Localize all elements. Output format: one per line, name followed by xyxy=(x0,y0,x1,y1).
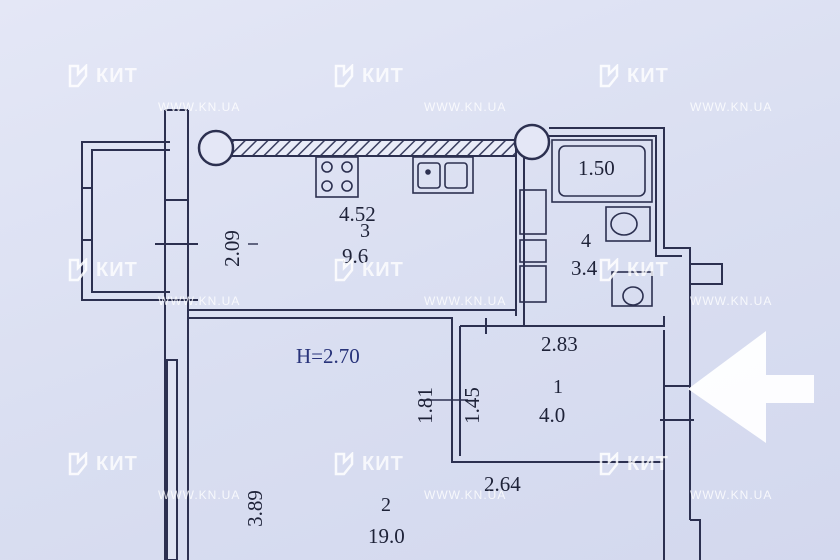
watermark-logo: КИТ xyxy=(597,258,669,282)
ceiling-height-label: H=2.70 xyxy=(296,344,360,368)
balcony xyxy=(81,141,170,301)
watermark-brand: КИТ xyxy=(362,452,404,475)
kitchen-width-label: 4.52 xyxy=(339,202,376,226)
watermark-brand: КИТ xyxy=(627,452,669,475)
brand-logo-icon xyxy=(334,258,354,282)
kitchen-cabinets xyxy=(519,189,547,303)
brand-logo-icon xyxy=(334,64,354,88)
top-hatched-wall xyxy=(197,123,551,167)
watermark-url: WWW.KN.UA xyxy=(424,488,507,502)
watermark-url: WWW.KN.UA xyxy=(690,488,773,502)
brand-logo-icon xyxy=(599,452,619,476)
watermark-brand: КИТ xyxy=(627,258,669,281)
watermark-logo: КИТ xyxy=(66,258,138,282)
watermark-logo: КИТ xyxy=(66,64,138,88)
room-4-area: 3.4 xyxy=(571,256,598,280)
dimension-ticks xyxy=(248,243,468,401)
bathtub xyxy=(551,139,653,203)
brand-logo-icon xyxy=(68,64,88,88)
brand-logo-icon xyxy=(68,258,88,282)
room-width-label: 2.64 xyxy=(484,472,521,496)
bathtub-size-label: 1.50 xyxy=(578,156,615,180)
left-exterior-wall xyxy=(155,109,198,560)
watermark-url: WWW.KN.UA xyxy=(158,100,241,114)
watermark-url: WWW.KN.UA xyxy=(158,488,241,502)
watermark-logo: КИТ xyxy=(597,64,669,88)
watermark-url: WWW.KN.UA xyxy=(424,100,507,114)
brand-logo-icon xyxy=(334,452,354,476)
watermark-brand: КИТ xyxy=(627,64,669,87)
watermark-brand: КИТ xyxy=(96,64,138,87)
watermark-url: WWW.KN.UA xyxy=(424,294,507,308)
toilet xyxy=(611,271,653,307)
hall-depth-outer-label: 1.81 xyxy=(412,387,437,424)
bathroom-walls xyxy=(515,127,723,330)
watermark-logo: КИТ xyxy=(332,452,404,476)
room-depth-label: 3.89 xyxy=(242,490,267,527)
room-2-area: 19.0 xyxy=(368,524,405,548)
room-1-number: 1 xyxy=(553,376,563,398)
kitchen-partition xyxy=(188,309,664,463)
room-2-number: 2 xyxy=(381,494,391,516)
room-4-number: 4 xyxy=(581,230,591,252)
watermark-url: WWW.KN.UA xyxy=(158,294,241,308)
stove xyxy=(315,156,359,198)
watermark-brand: КИТ xyxy=(362,258,404,281)
watermark-url: WWW.KN.UA xyxy=(690,100,773,114)
watermark-brand: КИТ xyxy=(96,258,138,281)
brand-logo-icon xyxy=(599,258,619,282)
entrance-arrow-icon xyxy=(688,331,814,443)
watermark-url: WWW.KN.UA xyxy=(690,294,773,308)
room-3-number: 3 xyxy=(360,220,370,242)
kitchen-depth-label: 2.09 xyxy=(219,230,244,267)
hall-width-label: 2.83 xyxy=(541,332,578,356)
watermark-brand: КИТ xyxy=(96,452,138,475)
kitchen-sink xyxy=(412,156,474,194)
room-1-area: 4.0 xyxy=(539,403,566,427)
watermark-logo: КИТ xyxy=(66,452,138,476)
hall-right-wall xyxy=(660,330,701,560)
washbasin-upper xyxy=(605,206,651,242)
watermark-logo: КИТ xyxy=(597,452,669,476)
watermark-logo: КИТ xyxy=(332,258,404,282)
watermark-brand: КИТ xyxy=(362,64,404,87)
hall-depth-inner-label: 1.45 xyxy=(459,387,484,424)
watermark-logo: КИТ xyxy=(332,64,404,88)
brand-logo-icon xyxy=(68,452,88,476)
brand-logo-icon xyxy=(599,64,619,88)
